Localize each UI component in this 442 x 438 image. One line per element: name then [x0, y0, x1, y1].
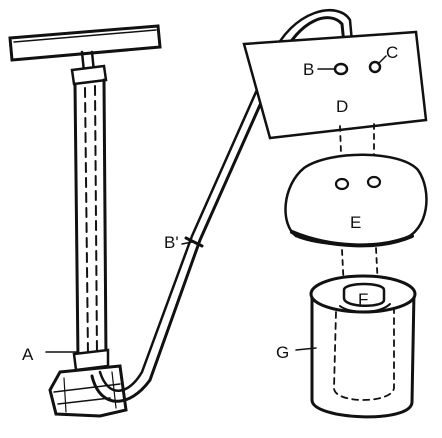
plate-d: [242, 30, 428, 140]
stopper-hole-left: [334, 177, 350, 191]
label-g: G: [276, 343, 289, 362]
label-f: F: [358, 290, 368, 309]
label-e: E: [350, 213, 361, 232]
stopper-bottom-edge: [290, 230, 414, 248]
pump-top-cap: [70, 64, 108, 86]
hose-joint-b-prime: [184, 236, 204, 248]
pump-base: [48, 364, 128, 418]
jar-body: [310, 291, 416, 419]
leader-g: [295, 347, 317, 351]
pump-inner-tube: [84, 85, 98, 357]
stopper-hole-right: [366, 175, 382, 189]
leader-b-prime: [181, 241, 193, 245]
hose-outer: [90, 16, 348, 403]
label-c: C: [386, 43, 398, 62]
stopper-e: [284, 153, 428, 248]
pump-handle: [8, 24, 162, 62]
bottle-dashed-outline: [333, 309, 395, 401]
label-a: A: [22, 345, 34, 364]
hole-b: [333, 62, 349, 76]
jar-g: [309, 274, 417, 419]
label-b: B: [303, 60, 314, 79]
pump-barrel: [73, 78, 108, 362]
pump: [8, 24, 162, 418]
label-b-prime: B': [164, 233, 179, 252]
plate-outline: [242, 30, 428, 140]
bottle-f: [342, 282, 386, 307]
label-d: D: [336, 97, 348, 116]
